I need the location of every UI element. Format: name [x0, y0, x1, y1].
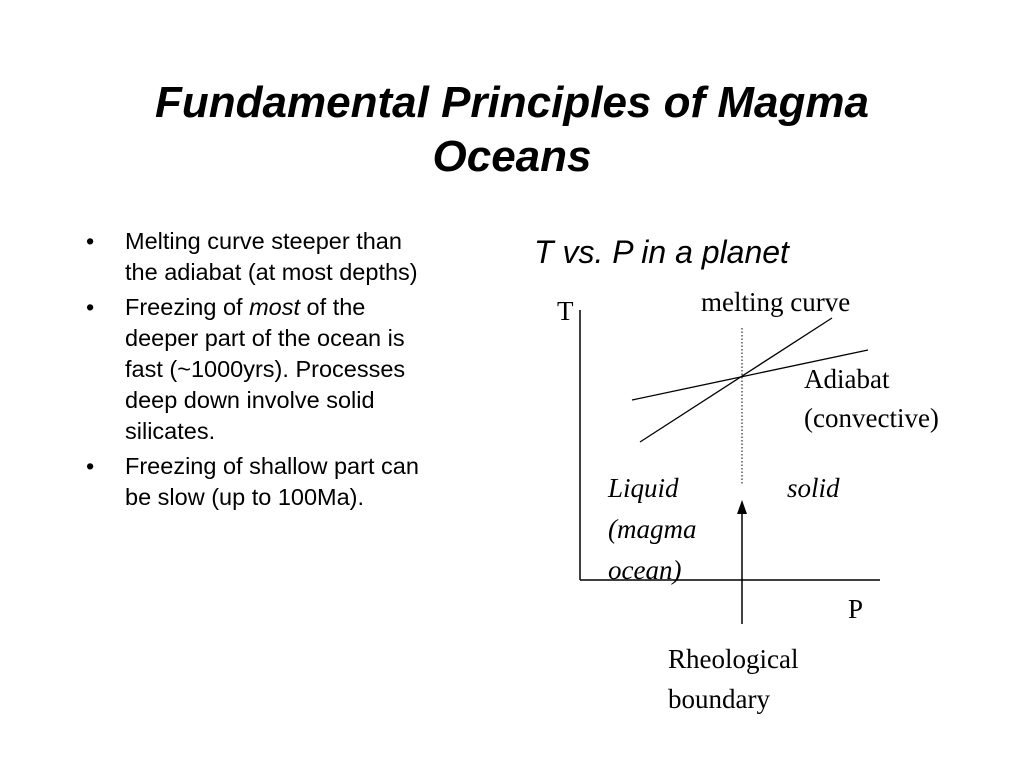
- bullet-line: Freezing of shallow part can: [125, 453, 419, 479]
- diagram-subtitle: T vs. P in a planet: [534, 234, 789, 270]
- boundary-label-line-1: Rheological: [668, 644, 798, 674]
- liquid-label-line-3: ocean): [608, 555, 681, 585]
- bullet-line: the adiabat (at most depths): [125, 259, 418, 285]
- bullet-line: Melting curve steeper than: [125, 228, 402, 254]
- liquid-label-line-1: Liquid: [607, 473, 679, 503]
- melting-curve-line: [639, 317, 833, 443]
- solid-label: solid: [787, 473, 840, 503]
- slide-title: Fundamental Principles of Magma Oceans: [40, 76, 984, 184]
- bullet-marker: •: [86, 453, 95, 479]
- bullet-emphasis: most: [249, 294, 301, 320]
- bullet-text-pre: Freezing of: [125, 294, 250, 320]
- bullet-text-post: of the: [300, 294, 366, 320]
- adiabat-label-line-2: (convective): [804, 403, 939, 433]
- boundary-label-line-2: boundary: [668, 684, 770, 714]
- bullet-item: • Freezing of most of the deeper part of…: [86, 292, 506, 447]
- bullet-marker: •: [86, 294, 95, 320]
- bullet-item: • Melting curve steeper than the adiabat…: [86, 226, 506, 288]
- slide-title-line-1: Fundamental Principles of Magma: [155, 78, 869, 127]
- y-axis-label: T: [557, 296, 574, 326]
- bullet-line: be slow (up to 100Ma).: [125, 484, 365, 510]
- bullet-line: deeper part of the ocean is: [125, 325, 405, 351]
- x-axis-label: P: [848, 594, 863, 624]
- melting-curve-label: melting curve: [701, 287, 850, 317]
- bullet-marker: •: [86, 228, 95, 254]
- liquid-label-line-2: (magma: [608, 514, 697, 544]
- adiabat-label-line-1: Adiabat: [804, 364, 890, 394]
- bullet-line: deep down involve solid: [125, 387, 375, 413]
- bullet-list: • Melting curve steeper than the adiabat…: [86, 226, 506, 517]
- adiabat-line: [631, 349, 869, 401]
- slide-title-line-2: Oceans: [432, 132, 592, 181]
- boundary-arrow-head: [737, 500, 747, 514]
- bullet-line: silicates.: [125, 418, 216, 444]
- bullet-item: • Freezing of shallow part can be slow (…: [86, 451, 506, 513]
- bullet-line: fast (~1000yrs). Processes: [125, 356, 406, 382]
